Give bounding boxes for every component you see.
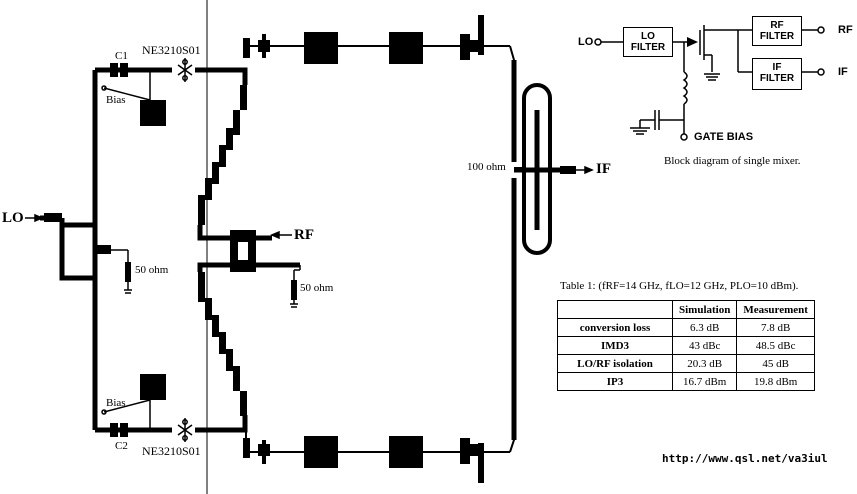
rf-termination-resistor bbox=[291, 280, 297, 300]
row-label: IP3 bbox=[557, 372, 673, 391]
if-lowpass-bottom bbox=[243, 436, 484, 483]
bias-top-pad bbox=[140, 100, 166, 126]
gate-bias-label: GATE BIAS bbox=[694, 131, 754, 143]
row-simulation: 6.3 dB bbox=[671, 318, 738, 337]
row-label: conversion loss bbox=[557, 318, 673, 337]
row-label: IMD3 bbox=[557, 336, 673, 355]
fet-bottom bbox=[177, 418, 193, 442]
bias-bottom-pad bbox=[140, 374, 166, 400]
lo-stub-pad bbox=[95, 245, 111, 254]
fet-top-label: NE3210S01 bbox=[142, 43, 201, 57]
if-filter-block: IF FILTER bbox=[752, 58, 802, 90]
fet-top bbox=[177, 58, 193, 82]
if-output-pad bbox=[560, 166, 576, 174]
block-if-output-label: IF bbox=[838, 66, 848, 78]
rf-stepped-line-bottom bbox=[198, 272, 247, 416]
block-diagram-arrow bbox=[687, 37, 698, 47]
row-measurement: 45 dB bbox=[736, 354, 815, 373]
table-caption: Table 1: (fRF=14 GHz, fLO=12 GHz, PLO=10… bbox=[560, 280, 799, 292]
if-resistor-label: 100 ohm bbox=[467, 161, 506, 173]
lo-termination-resistor bbox=[125, 262, 131, 282]
block-diagram-lines bbox=[594, 25, 825, 141]
table-header-empty bbox=[557, 300, 673, 319]
row-simulation: 43 dBc bbox=[671, 336, 738, 355]
bias-top-network bbox=[101, 70, 151, 101]
source-url: http://www.qsl.net/va3iul bbox=[662, 452, 828, 465]
bias-bottom-network bbox=[101, 399, 151, 430]
bias-top-label: Bias bbox=[106, 94, 126, 106]
fet-bottom-label: NE3210S01 bbox=[142, 444, 201, 458]
table-header-row: Simulation Measurement bbox=[557, 300, 815, 319]
lo-label: LO bbox=[2, 210, 24, 226]
row-measurement: 19.8 dBm bbox=[736, 372, 815, 391]
table-header-measurement: Measurement bbox=[736, 300, 815, 319]
table-row: conversion loss 6.3 dB 7.8 dB bbox=[557, 318, 815, 337]
rf-filter-block: RF FILTER bbox=[752, 16, 802, 46]
if-filter-text: IF FILTER bbox=[759, 62, 795, 84]
rf-filter-text: RF FILTER bbox=[759, 20, 795, 42]
lo-termination-label: 50 ohm bbox=[135, 264, 169, 276]
lo-input-arrow bbox=[25, 213, 44, 223]
rf-label: RF bbox=[294, 227, 314, 243]
row-simulation: 20.3 dB bbox=[671, 354, 738, 373]
table-row: IP3 16.7 dBm 19.8 dBm bbox=[557, 372, 815, 391]
lo-input-pad bbox=[44, 213, 62, 222]
table-row: IMD3 43 dBc 48.5 dBc bbox=[557, 336, 815, 355]
if-label: IF bbox=[596, 161, 611, 177]
lo-filter-block: LO FILTER bbox=[623, 27, 673, 57]
row-measurement: 7.8 dB bbox=[736, 318, 815, 337]
lo-filter-text: LO FILTER bbox=[630, 31, 666, 53]
if-output-arrow bbox=[576, 165, 594, 175]
if-lowpass-top bbox=[243, 15, 484, 64]
rf-termination-label: 50 ohm bbox=[300, 282, 334, 294]
table-row: LO/RF isolation 20.3 dB 45 dB bbox=[557, 354, 815, 373]
bias-bottom-label: Bias bbox=[106, 397, 126, 409]
block-lo-input-label: LO bbox=[578, 36, 594, 48]
c2-label: C2 bbox=[115, 440, 128, 452]
rf-junction bbox=[197, 225, 300, 272]
block-rf-output-label: RF bbox=[838, 24, 853, 36]
rf-input-arrow bbox=[270, 230, 292, 240]
rf-termination bbox=[290, 265, 301, 308]
if-output-line bbox=[514, 110, 560, 230]
row-simulation: 16.7 dBm bbox=[671, 372, 738, 391]
coupling-capacitors bbox=[110, 63, 128, 437]
c1-label: C1 bbox=[115, 50, 128, 62]
table-header-simulation: Simulation bbox=[671, 300, 738, 319]
results-table: Simulation Measurement conversion loss 6… bbox=[557, 300, 815, 391]
block-diagram-caption: Block diagram of single mixer. bbox=[664, 155, 801, 167]
rf-stepped-line-top bbox=[198, 85, 247, 225]
rf-hybrid-hole bbox=[238, 242, 248, 260]
row-label: LO/RF isolation bbox=[557, 354, 673, 373]
row-measurement: 48.5 dBc bbox=[736, 336, 815, 355]
